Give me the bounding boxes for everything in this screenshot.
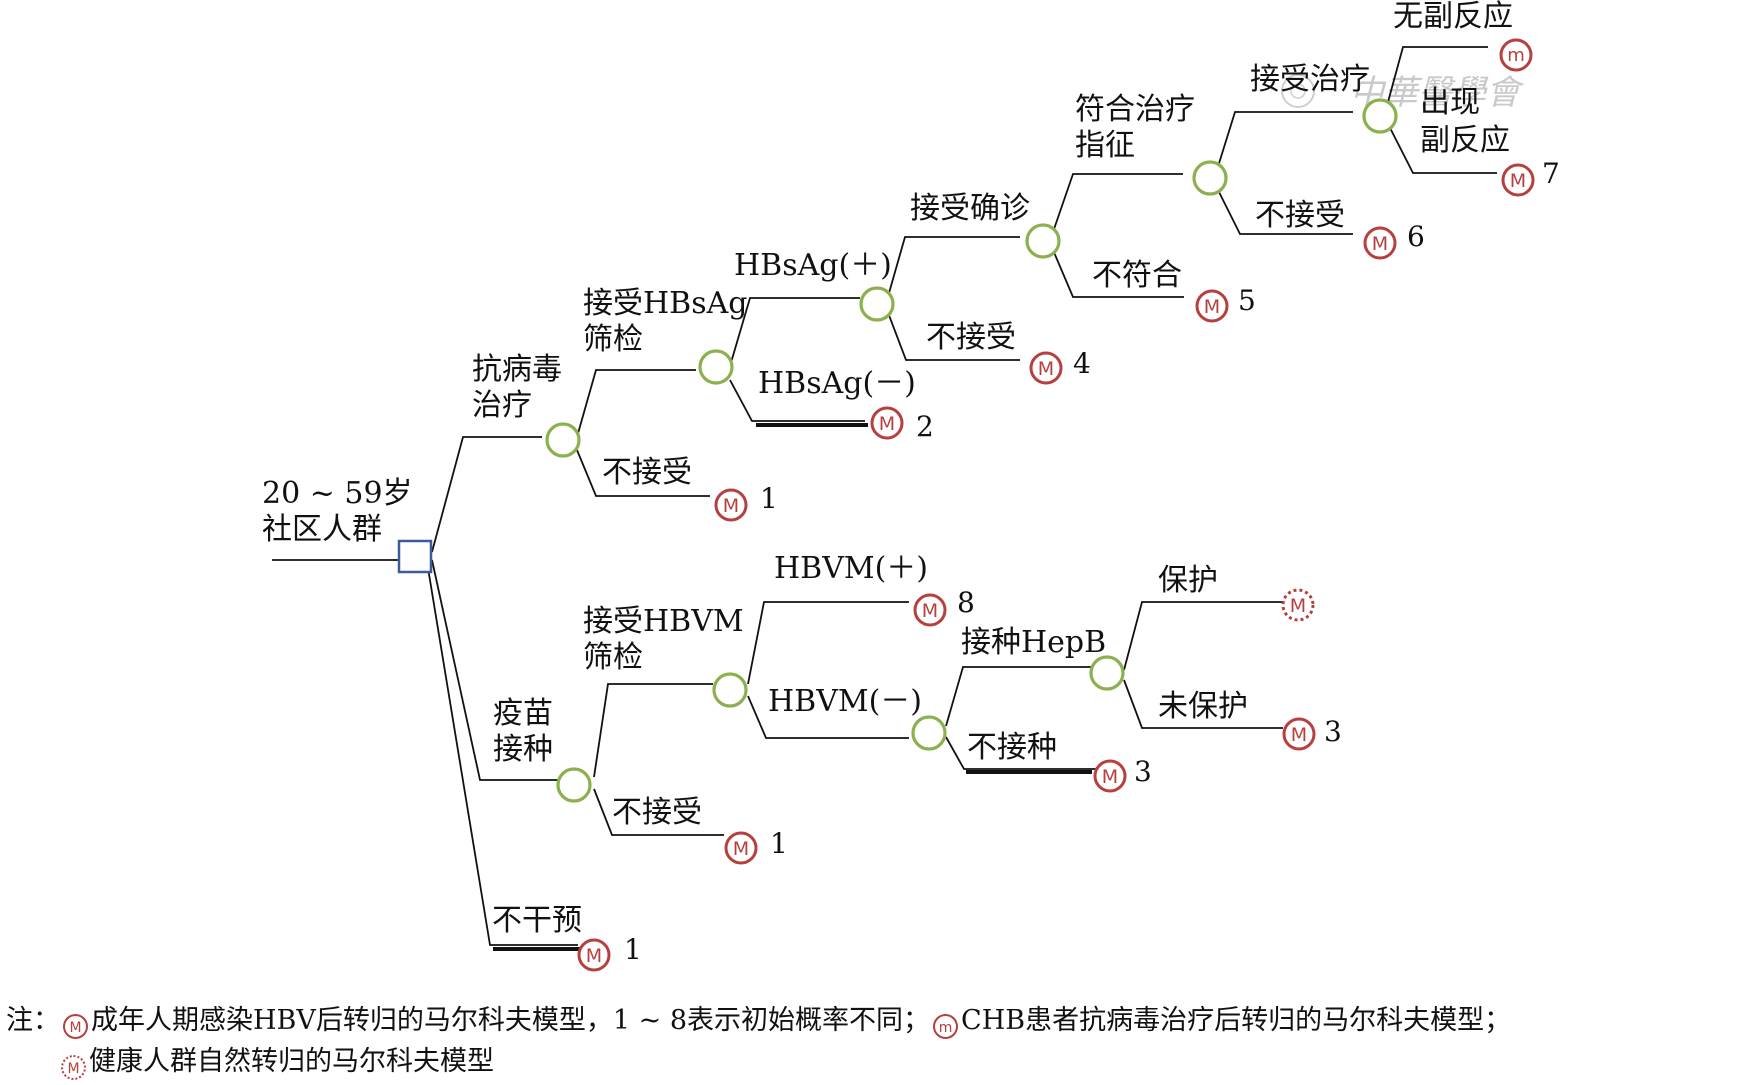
svg-text:M: M <box>733 838 749 860</box>
antiviral-label-line1: 抗病毒 <box>472 352 562 387</box>
svg-text:M: M <box>922 600 938 622</box>
svg-text:M: M <box>1290 595 1306 617</box>
svg-text:M: M <box>1510 170 1526 192</box>
markov-adult-icon: M <box>1195 289 1229 323</box>
prob-label: 2 <box>916 410 934 443</box>
legend-item-healthy: 健康人群自然转归的马尔科夫模型 <box>89 1046 494 1077</box>
decision-node <box>397 539 433 574</box>
legend-item-chb: CHB患者抗病毒治疗后转归的马尔科夫模型； <box>961 1005 1512 1036</box>
markov-chb-icon: m <box>1499 38 1533 72</box>
prob-label: 1 <box>770 827 788 860</box>
markov-healthy-icon: M <box>1281 588 1315 622</box>
hbvm-negative-label: HBVM(－) <box>768 684 922 719</box>
chance-node <box>911 715 947 751</box>
tree-edges <box>272 46 1497 951</box>
prob-label: 7 <box>1542 157 1560 190</box>
prob-label: 1 <box>624 933 642 966</box>
side-effect-label-line2: 副反应 <box>1420 123 1510 158</box>
vaccine-label-line2: 接种 <box>493 732 553 767</box>
chance-node <box>698 349 734 385</box>
svg-text:M: M <box>586 945 602 967</box>
svg-text:m: m <box>1507 45 1525 66</box>
svg-text:M: M <box>1372 233 1388 255</box>
accept-hbsag-screen-line2: 筛检 <box>583 322 643 357</box>
not-indicated-label: 不符合 <box>1092 258 1182 293</box>
vaccinate-hepb-label: 接种HepB <box>961 625 1106 660</box>
prob-label: 3 <box>1134 755 1152 788</box>
accept-treatment-label: 接受治疗 <box>1250 62 1370 97</box>
reject-confirm-label: 不接受 <box>926 320 1016 355</box>
chance-nodes <box>545 98 1398 803</box>
chance-node <box>859 286 895 322</box>
markov-nodes: m M M M M M M M M M M M M <box>577 38 1535 972</box>
reject-hbsag-screen-label: 不接受 <box>602 455 692 490</box>
markov-chb-icon: m <box>933 1014 959 1039</box>
prob-label: 5 <box>1238 284 1256 317</box>
prob-label: 8 <box>957 586 975 619</box>
not-protected-label: 未保护 <box>1158 689 1248 724</box>
antiviral-label-line2: 治疗 <box>472 388 532 423</box>
root-label-line1: 20 ~ 59岁 <box>262 476 413 511</box>
prob-label: 1 <box>760 482 778 515</box>
accept-hbvm-screen-line1: 接受HBVM <box>583 604 744 639</box>
prob-label: 3 <box>1324 715 1342 748</box>
accept-hbvm-screen-line2: 筛检 <box>583 640 643 675</box>
indicated-label-line2: 指征 <box>1075 128 1135 163</box>
markov-adult-icon: M <box>1363 226 1397 260</box>
root-label-line2: 社区人群 <box>262 512 382 547</box>
chance-node <box>1025 223 1061 259</box>
protected-label: 保护 <box>1158 563 1218 598</box>
vaccine-label-line1: 疫苗 <box>493 696 553 731</box>
markov-adult-icon: M <box>63 1014 88 1039</box>
markov-adult-icon: M <box>913 593 947 627</box>
accept-hbsag-screen-line1: 接受HBsAg <box>583 286 747 321</box>
no-side-effect-label: 无副反应 <box>1393 0 1513 34</box>
svg-text:M: M <box>1102 766 1118 788</box>
prob-label: 6 <box>1407 220 1425 253</box>
markov-adult-icon: M <box>714 488 748 522</box>
no-intervention-label: 不干预 <box>492 903 582 938</box>
markov-adult-icon: M <box>1093 759 1127 793</box>
legend-item-adult: 成年人期感染HBV后转归的马尔科夫模型，1 ~ 8表示初始概率不同； <box>91 1005 931 1036</box>
prob-label: 4 <box>1073 347 1091 380</box>
hbsag-positive-label: HBsAg(＋) <box>734 248 892 283</box>
chance-node <box>545 422 581 458</box>
svg-text:M: M <box>723 495 739 517</box>
markov-healthy-icon: M <box>61 1055 86 1080</box>
markov-adult-icon: M <box>724 831 758 865</box>
svg-text:M: M <box>1038 358 1054 380</box>
svg-text:M: M <box>1291 724 1307 746</box>
markov-adult-icon: M <box>1501 163 1535 197</box>
reject-hbvm-screen-label: 不接受 <box>612 795 702 830</box>
legend-note-prefix: 注： <box>6 1005 60 1036</box>
chance-node <box>1089 655 1125 691</box>
markov-adult-icon: M <box>1282 717 1316 751</box>
accept-confirm-label: 接受确诊 <box>910 191 1030 226</box>
hbsag-negative-label: HBsAg(－) <box>758 366 916 401</box>
side-effect-label-line1: 出现 <box>1420 85 1480 120</box>
chance-node <box>712 672 748 708</box>
chance-node <box>1362 98 1398 134</box>
indicated-label-line1: 符合治疗 <box>1075 92 1195 127</box>
svg-text:M: M <box>879 413 895 435</box>
markov-adult-icon: M <box>1029 351 1063 385</box>
chance-node <box>556 767 592 803</box>
not-vaccinate-label: 不接种 <box>967 730 1057 765</box>
hbvm-positive-label: HBVM(＋) <box>774 551 928 586</box>
markov-adult-icon: M <box>577 938 611 972</box>
chance-node <box>1192 160 1228 196</box>
svg-text:M: M <box>1204 296 1220 318</box>
markov-adult-icon: M <box>870 406 904 440</box>
reject-treatment-label: 不接受 <box>1255 198 1345 233</box>
